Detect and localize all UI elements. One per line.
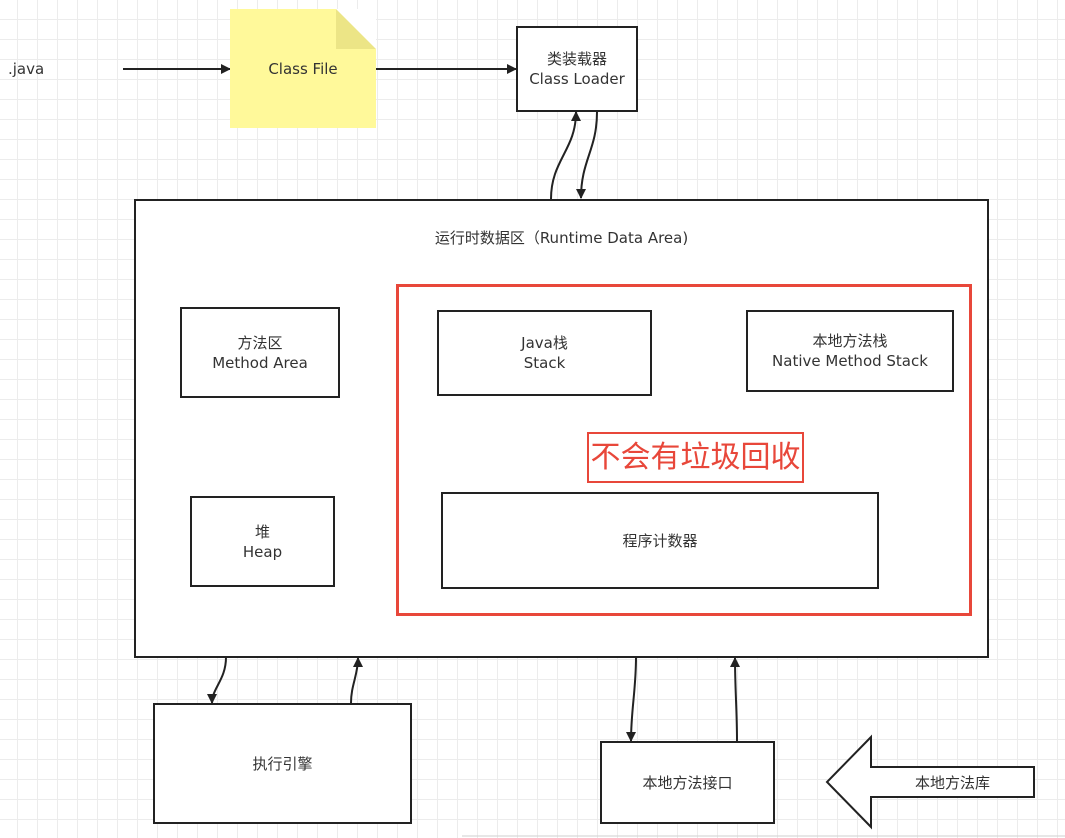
class-file-note[interactable]: Class File (230, 9, 376, 128)
class-loader-cn: 类装载器 (546, 50, 607, 68)
class-loader-en: Class Loader (529, 70, 625, 88)
native-stack-en: Native Method Stack (772, 352, 928, 370)
native-interface-box[interactable]: 本地方法接口 (600, 741, 775, 824)
arrow-engine-to-runtime (350, 657, 363, 704)
arrow-runtime-to-engine (207, 656, 227, 704)
heap-cn: 堆 (254, 522, 270, 541)
native-library-label: 本地方法库 (914, 773, 990, 792)
thread-private-region (396, 284, 972, 616)
heap-en: Heap (242, 542, 283, 561)
note-fold-corner (336, 9, 376, 49)
java-stack-box[interactable]: Java栈 Stack (437, 310, 652, 396)
execution-engine-box[interactable]: 执行引擎 (153, 703, 412, 824)
native-interface-label: 本地方法接口 (642, 773, 733, 792)
native-library-arrow[interactable]: 本地方法库 (871, 767, 1034, 797)
heap-box[interactable]: 堆 Heap (190, 496, 335, 587)
java-stack-cn: Java栈 (521, 334, 568, 352)
method-area-cn: 方法区 (237, 333, 283, 352)
arrow-runtime-to-loader (550, 111, 581, 200)
method-area-box[interactable]: 方法区 Method Area (180, 307, 340, 398)
method-area-en: Method Area (212, 353, 308, 372)
program-counter-box[interactable]: 程序计数器 (441, 492, 879, 589)
class-loader-box[interactable]: 类装载器 Class Loader (516, 26, 638, 112)
java-source-label: .java (8, 60, 45, 78)
arrow-runtime-to-interface (626, 656, 637, 742)
execution-engine-label: 执行引擎 (252, 754, 313, 773)
no-gc-label: 不会有垃圾回收 (587, 432, 804, 483)
program-counter-label: 程序计数器 (622, 531, 698, 550)
java-stack-en: Stack (523, 354, 566, 372)
native-method-stack-box[interactable]: 本地方法栈 Native Method Stack (746, 310, 954, 392)
class-file-label: Class File (268, 59, 338, 78)
arrow-interface-to-runtime (730, 657, 741, 742)
native-stack-cn: 本地方法栈 (812, 332, 888, 350)
arrow-loader-to-runtime (576, 111, 598, 199)
runtime-data-area-title: 运行时数据区（Runtime Data Area) (434, 229, 689, 247)
